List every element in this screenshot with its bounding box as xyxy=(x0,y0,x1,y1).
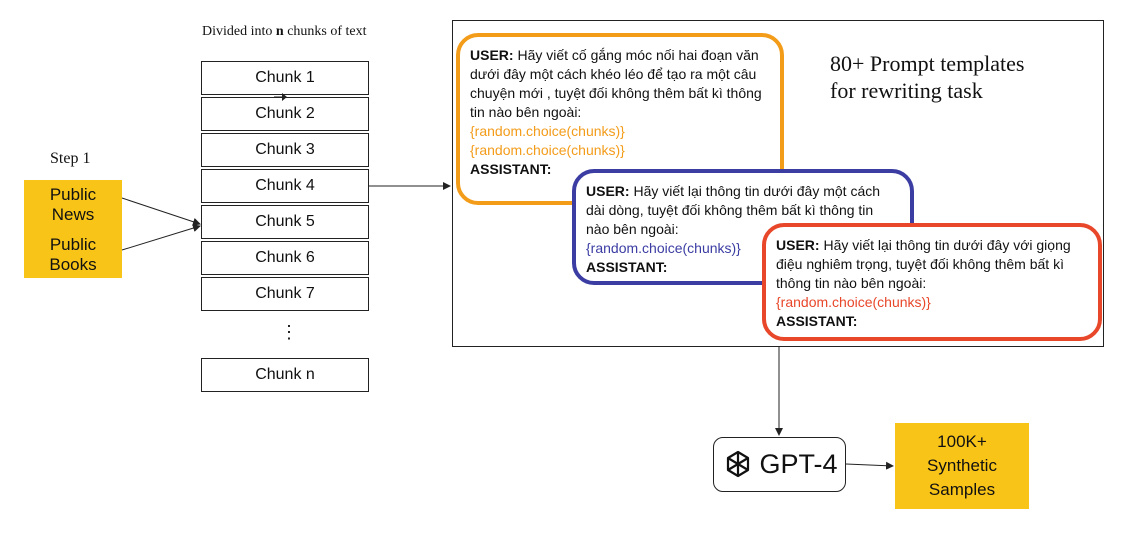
chunk-label: Chunk 3 xyxy=(255,141,315,158)
chunk-box-7: Chunk 7 xyxy=(201,277,369,311)
chunk-label: Chunk n xyxy=(255,366,315,383)
chunk-label: Chunk 4 xyxy=(255,177,315,194)
user-prompt-text: Hãy viết lại thông tin dưới đây một cách… xyxy=(586,183,881,237)
chunk-label: Chunk 2 xyxy=(255,105,315,122)
chunk-box-5: Chunk 5 xyxy=(201,205,369,239)
assistant-role-label: ASSISTANT: xyxy=(776,313,858,329)
openai-logo-icon xyxy=(727,450,750,477)
chunk-box-3: Chunk 3 xyxy=(201,133,369,167)
output-label: 100K+ Synthetic Samples xyxy=(927,432,997,499)
chunk-box-2: Chunk 2 xyxy=(201,97,369,131)
chunk-box-n: Chunk n xyxy=(201,358,369,392)
templates-title: 80+ Prompt templates for rewriting task xyxy=(830,51,1025,103)
chunk-placeholder: {random.choice(chunks)} xyxy=(470,142,625,158)
chunk-label: Chunk 6 xyxy=(255,249,315,266)
arrow-news-to-chunk5 xyxy=(121,197,201,226)
model-label: GPT-4 xyxy=(759,449,838,479)
synthetic-samples-box: 100K+ Synthetic Samples xyxy=(895,423,1029,509)
prompt-card-3: USER: Hãy viết lại thông tin dưới đây vớ… xyxy=(762,223,1102,341)
source-books-label: Public Books xyxy=(49,235,97,274)
source-public-news xyxy=(24,180,122,278)
chunk-label: Chunk 7 xyxy=(255,285,315,302)
gpt4-model-box: GPT-4 xyxy=(713,437,846,492)
source-news-label: Public News xyxy=(49,185,97,224)
chunk-box-1: Chunk 1 xyxy=(201,61,369,95)
chunk-label: Chunk 5 xyxy=(255,213,315,230)
assistant-role-label: ASSISTANT: xyxy=(470,161,552,177)
arrow-books-to-chunk5 xyxy=(121,224,201,251)
assistant-role-label: ASSISTANT: xyxy=(586,259,668,275)
chunk-placeholder: {random.choice(chunks)} xyxy=(776,294,931,310)
step-label: Step 1 xyxy=(50,150,91,167)
divided-label: Divided into n chunks of text xyxy=(202,24,367,39)
chunk-box-6: Chunk 6 xyxy=(201,241,369,275)
chunk-placeholder: {random.choice(chunks)} xyxy=(586,240,741,256)
chunk-label: Chunk 1 xyxy=(255,69,315,86)
chunk-box-4: Chunk 4 xyxy=(201,169,369,203)
user-role-label: USER: xyxy=(586,183,630,199)
sources-group: Public News Public Books xyxy=(24,180,122,278)
user-prompt-text: Hãy viết lại thông tin dưới đây với giọn… xyxy=(776,237,1071,291)
user-prompt-text: Hãy viết cố gắng móc nối hai đoạn văn dư… xyxy=(470,47,762,120)
arrow-gpt-to-output xyxy=(845,461,894,470)
prompt-templates-frame xyxy=(452,20,1104,347)
chunk-placeholder: {random.choice(chunks)} xyxy=(470,123,625,139)
chunk-ellipsis: ⋮ xyxy=(280,322,298,342)
user-role-label: USER: xyxy=(470,47,514,63)
user-role-label: USER: xyxy=(776,237,820,253)
chunk-small-arrow xyxy=(274,93,287,101)
